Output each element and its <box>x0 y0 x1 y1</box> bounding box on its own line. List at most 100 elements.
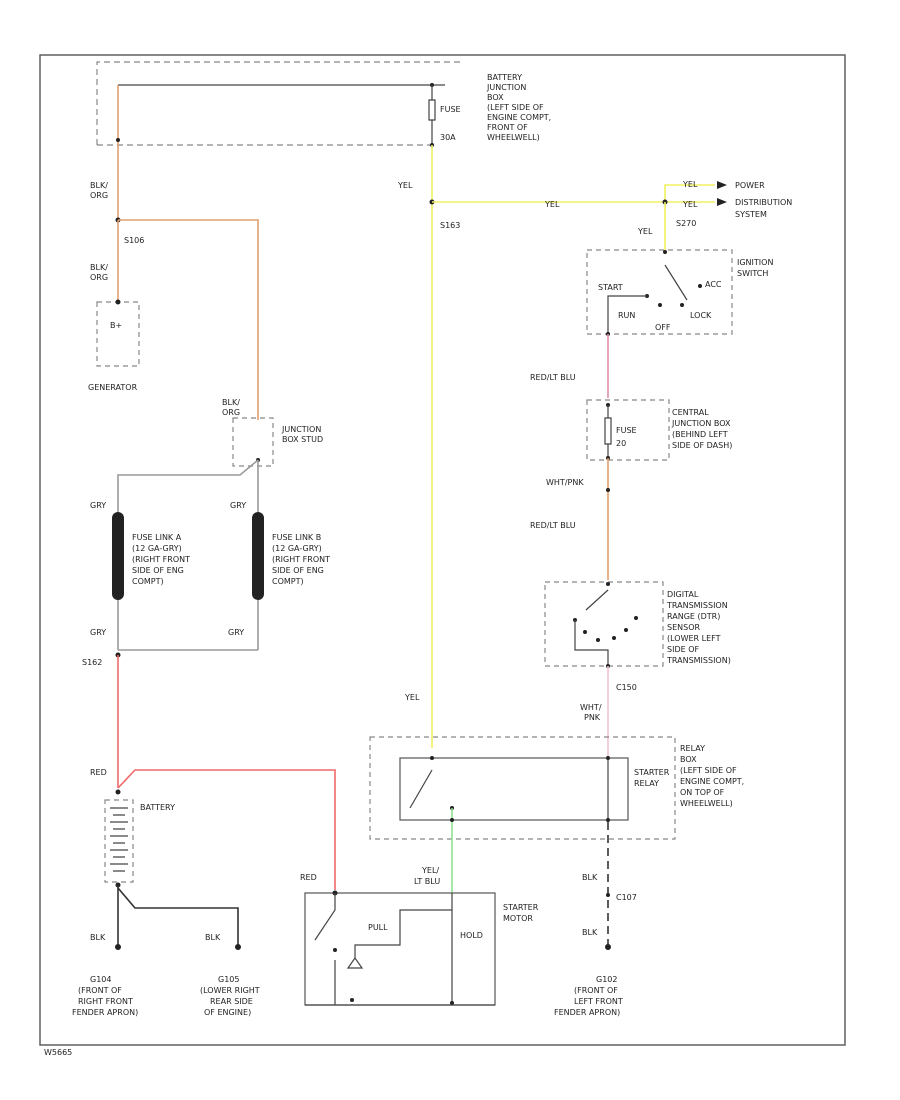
svg-text:WHT/: WHT/ <box>580 703 602 712</box>
starter-contact-lower <box>333 948 337 952</box>
svg-text:CENTRAL: CENTRAL <box>672 408 709 417</box>
fuse-link-b-body <box>252 512 264 600</box>
central-junction-box-outline <box>586 399 670 461</box>
svg-text:FENDER APRON): FENDER APRON) <box>554 1008 620 1017</box>
svg-text:BOX STUD: BOX STUD <box>282 435 323 444</box>
fuse-top-amp-label: 30A <box>440 133 456 142</box>
svg-text:G104: G104 <box>90 975 111 984</box>
g105-label: G105 (LOWER RIGHT REAR SIDE OF ENGINE) <box>200 975 260 1017</box>
starter-main-contact <box>314 893 336 1005</box>
svg-text:SWITCH: SWITCH <box>737 269 768 278</box>
yel-label-5: YEL <box>637 227 653 236</box>
yel-label-6: YEL <box>404 693 420 702</box>
relay-yel-terminal <box>430 756 434 760</box>
battery-label: BATTERY <box>140 803 175 812</box>
connector-c107 <box>606 893 610 897</box>
svg-text:SIDE OF ENG: SIDE OF ENG <box>132 566 184 575</box>
svg-text:SYSTEM: SYSTEM <box>735 210 767 219</box>
yel-label-3: YEL <box>682 180 698 189</box>
arrow-power-dist-1 <box>717 181 727 189</box>
figure-id-label: W5665 <box>44 1048 72 1057</box>
svg-text:SIDE OF DASH): SIDE OF DASH) <box>672 441 732 450</box>
svg-text:BLK/: BLK/ <box>222 398 240 407</box>
svg-text:(LEFT SIDE OF: (LEFT SIDE OF <box>680 766 737 775</box>
svg-text:JUNCTION: JUNCTION <box>486 83 526 92</box>
wire-gry-stud-to-link-a <box>117 459 259 510</box>
svg-text:(FRONT OF: (FRONT OF <box>78 986 122 995</box>
svg-text:ORG: ORG <box>90 273 108 282</box>
svg-text:COMPT): COMPT) <box>132 577 164 586</box>
svg-text:RELAY: RELAY <box>680 744 705 753</box>
ignition-switch-box <box>586 249 733 335</box>
starter-relay-label: STARTER RELAY <box>634 768 670 788</box>
svg-text:RELAY: RELAY <box>634 779 659 788</box>
gry-a-bot-label: GRY <box>90 628 106 637</box>
svg-text:COMPT): COMPT) <box>272 577 304 586</box>
arrow-power-dist-2 <box>717 198 727 206</box>
svg-text:IGNITION: IGNITION <box>737 258 773 267</box>
starter-plunger <box>346 956 364 969</box>
red-label-2: RED <box>300 873 317 882</box>
fuse-top-label: FUSE <box>440 105 461 114</box>
svg-text:ENGINE COMPT,: ENGINE COMPT, <box>680 777 744 786</box>
svg-text:REAR SIDE: REAR SIDE <box>210 997 253 1006</box>
fuse-mid-label: FUSE <box>616 426 637 435</box>
svg-text:BOX: BOX <box>487 93 504 102</box>
svg-text:FUSE LINK B: FUSE LINK B <box>272 533 321 542</box>
ign-acc-label: ACC <box>705 280 722 289</box>
fuse-mid-amp-label: 20 <box>616 439 626 448</box>
connector-c-mid <box>606 488 610 492</box>
dtr-contact-n <box>596 638 600 642</box>
fuse-top-symbol <box>428 85 436 145</box>
fuse-mid-symbol <box>604 405 612 458</box>
gry-b-bot-label: GRY <box>228 628 244 637</box>
s162-label: S162 <box>82 658 102 667</box>
ground-g105 <box>235 944 241 950</box>
svg-text:STARTER: STARTER <box>634 768 670 777</box>
ign-switch-arm <box>664 264 688 301</box>
junction-box-stud-label: JUNCTION BOX STUD <box>281 425 323 444</box>
svg-text:MOTOR: MOTOR <box>503 914 533 923</box>
svg-text:ORG: ORG <box>222 408 240 417</box>
svg-text:FRONT OF: FRONT OF <box>487 123 528 132</box>
blk-org-label-3: BLK/ ORG <box>222 398 240 417</box>
svg-text:SIDE OF: SIDE OF <box>667 645 699 654</box>
hold-label: HOLD <box>460 931 483 940</box>
svg-text:POWER: POWER <box>735 181 765 190</box>
blk-label-3: BLK <box>582 873 598 882</box>
fuse-link-b-label: FUSE LINK B (12 GA-GRY) (RIGHT FRONT SID… <box>272 533 330 586</box>
ground-g104 <box>115 944 121 950</box>
c107-label: C107 <box>616 893 637 902</box>
s106-label: S106 <box>124 236 144 245</box>
battery-cells <box>110 807 128 872</box>
svg-text:(12 GA-GRY): (12 GA-GRY) <box>272 544 322 553</box>
yel-label-4: YEL <box>682 200 698 209</box>
svg-text:JUNCTION BOX: JUNCTION BOX <box>671 419 731 428</box>
svg-text:FENDER APRON): FENDER APRON) <box>72 1008 138 1017</box>
battery-junction-box-outline <box>96 61 460 146</box>
relay-contact-arm <box>409 769 433 809</box>
wire-red-to-starter <box>117 769 336 890</box>
svg-text:RANGE (DTR): RANGE (DTR) <box>667 612 720 621</box>
wht-pnk-label-2: WHT/ PNK <box>580 703 602 722</box>
relay-coil-top <box>606 756 610 760</box>
s163-label: S163 <box>440 221 460 230</box>
digital-tr-label: DIGITAL TRANSMISSION RANGE (DTR) SENSOR … <box>666 590 731 665</box>
red-lt-blu-label-1: RED/LT BLU <box>530 373 576 382</box>
dtr-contact-r <box>583 630 587 634</box>
svg-text:DIGITAL: DIGITAL <box>667 590 699 599</box>
svg-text:RIGHT FRONT: RIGHT FRONT <box>78 997 133 1006</box>
blk-label-1: BLK <box>90 933 106 942</box>
svg-text:(RIGHT FRONT: (RIGHT FRONT <box>272 555 330 564</box>
svg-text:JUNCTION: JUNCTION <box>281 425 321 434</box>
fuse-link-a-body <box>112 512 124 600</box>
dtr-top-terminal <box>606 582 610 586</box>
blk-label-2: BLK <box>205 933 221 942</box>
svg-text:ON TOP OF: ON TOP OF <box>680 788 725 797</box>
svg-text:(LOWER RIGHT: (LOWER RIGHT <box>200 986 260 995</box>
battery-box <box>104 799 134 883</box>
ground-g102 <box>605 944 611 950</box>
ign-off-label: OFF <box>655 323 671 332</box>
svg-text:(LOWER LEFT: (LOWER LEFT <box>667 634 721 643</box>
svg-text:ORG: ORG <box>90 191 108 200</box>
